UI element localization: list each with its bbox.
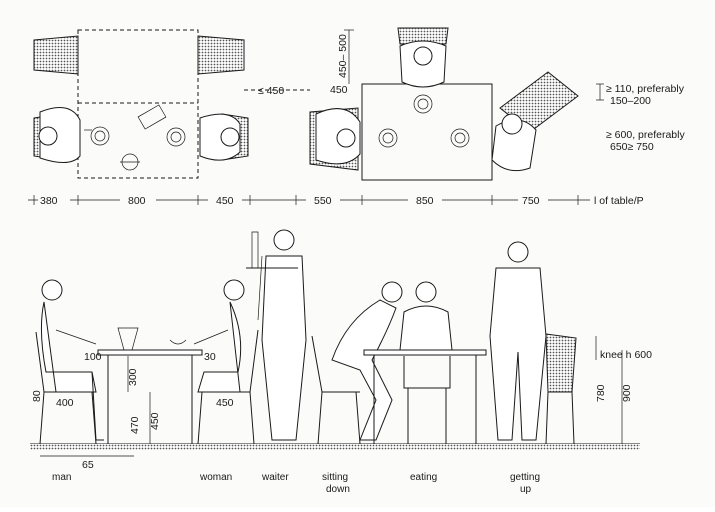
elev-eating [363, 281, 487, 444]
caption-getting: getting [510, 472, 540, 483]
elevation-view: 100 30 300 80 400 470 450 450 65 knee h … [30, 229, 652, 495]
plan-tray [137, 104, 167, 130]
dim-780: 780 [595, 384, 607, 402]
dim-450-elev: 450 [149, 412, 161, 430]
dim-30: 30 [204, 351, 216, 363]
dim-top-450: 450 [330, 84, 348, 96]
dim-400: 400 [56, 397, 74, 409]
elev-man [35, 279, 104, 445]
elev-table-left [97, 327, 203, 444]
caption-waiter: waiter [261, 472, 289, 483]
dim-800: 800 [128, 195, 146, 207]
dim-le-450: ≤ 450 [258, 85, 284, 97]
dim-100: 100 [84, 351, 102, 363]
label-table-p: l of table/P [594, 195, 644, 207]
plan-chair-top-left [33, 35, 79, 75]
plan-chair-top-right [197, 35, 245, 75]
dim-300: 300 [127, 368, 139, 386]
dim-80: 80 [31, 390, 43, 402]
dim-550: 550 [314, 195, 332, 207]
dim-470: 470 [129, 416, 141, 434]
elev-getting-up [489, 241, 577, 445]
note-650-750: 650≥ 750 [610, 141, 654, 153]
caption-woman: woman [199, 472, 232, 483]
dim-450-plan: 450 [216, 195, 234, 207]
dim-450-woman: 450 [216, 397, 234, 409]
caption-eating: eating [410, 472, 437, 483]
plan-view: 450– 500 450 ≤ 450 ≥ 110, preferably 150… [28, 27, 685, 207]
plan-diner-left [38, 107, 110, 163]
plan-diner-side [309, 107, 470, 171]
plan-diner-right [166, 113, 241, 161]
dim-knee: knee h 600 [600, 349, 652, 361]
dim-900: 900 [621, 384, 633, 402]
dim-750: 750 [522, 195, 540, 207]
caption-down: down [326, 484, 350, 495]
elev-waiter [246, 229, 307, 441]
plan-diner-top [397, 27, 449, 114]
plan-table-left [77, 29, 199, 179]
plan-diner-getting-up [491, 71, 579, 172]
dim-65: 65 [82, 459, 94, 471]
caption-man: man [52, 472, 71, 483]
note-150-200: 150–200 [610, 95, 651, 107]
dim-380: 380 [40, 195, 58, 207]
caption-sitting: sitting [322, 472, 348, 483]
elev-sitting-down [311, 281, 403, 445]
dim-850: 850 [416, 195, 434, 207]
dim-450-500: 450– 500 [337, 34, 349, 78]
elev-woman [193, 279, 259, 445]
note-110: ≥ 110, preferably [606, 83, 685, 95]
caption-up: up [520, 484, 532, 495]
note-600: ≥ 600, preferably [606, 129, 685, 141]
